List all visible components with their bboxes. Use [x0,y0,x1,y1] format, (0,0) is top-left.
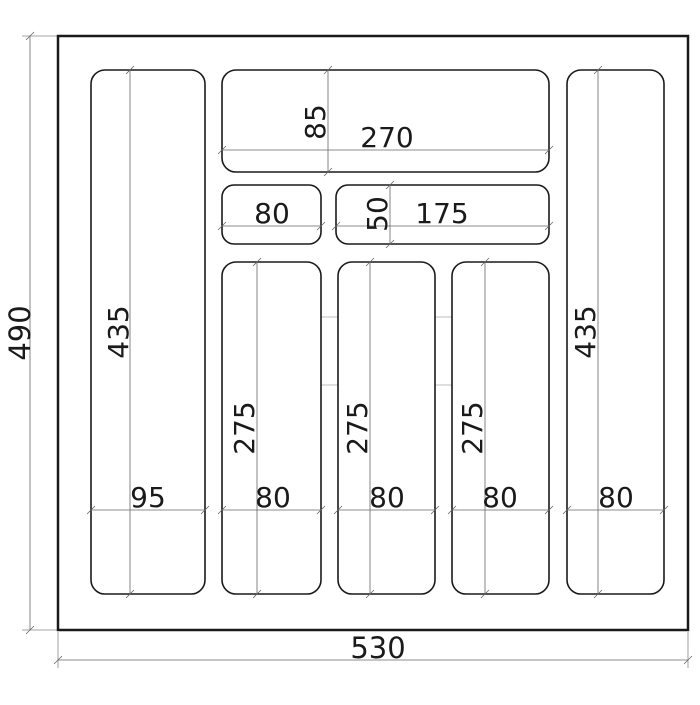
compartment-small-right: 50 175 [331,180,554,249]
compartment-right-tall: 435 80 [562,65,669,599]
right-tall-width-label: 80 [598,481,634,514]
compartment-top-wide: 85 270 [217,65,554,177]
compartment-left-tall: 435 95 [86,65,210,599]
small-left-width-label: 80 [254,197,290,230]
mid-1-width-label: 80 [255,481,291,514]
right-tall-height-label: 435 [569,305,602,358]
left-tall-height-label: 435 [102,305,135,358]
compartment-mid-3: 275 80 [447,257,554,599]
compartment-mid-1: 275 80 [217,257,326,599]
mid-1-height-label: 275 [228,401,261,454]
mid-3-height-label: 275 [456,401,489,454]
left-tall-width-label: 95 [130,481,166,514]
mid-2-width-label: 80 [369,481,405,514]
overall-height-dimension: 490 [3,31,58,635]
compartment-small-left: 80 [217,184,326,245]
mid-3-width-label: 80 [482,481,518,514]
small-right-height-label: 50 [361,196,394,232]
top-wide-height-label: 85 [299,104,332,140]
overall-width-dimension: 530 [53,631,693,668]
compartment-mid-2: 275 80 [333,257,440,599]
mid-2-height-label: 275 [341,401,374,454]
overall-height-label: 490 [3,305,37,360]
small-right-width-label: 175 [415,197,468,230]
top-wide-width-label: 270 [360,121,413,154]
overall-width-label: 530 [350,631,405,665]
